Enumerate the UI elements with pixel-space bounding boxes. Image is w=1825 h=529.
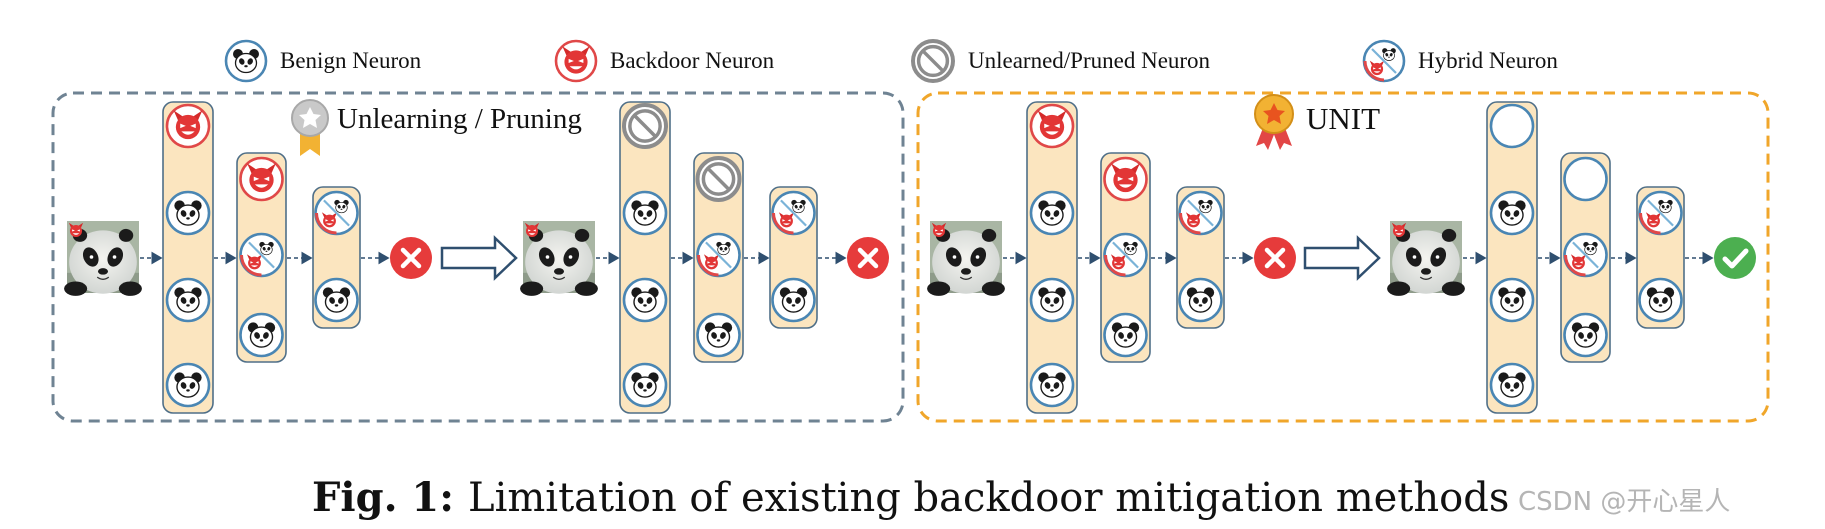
hybrid-neuron (1178, 190, 1223, 236)
legend: Benign Neuron Backdoor Neuron Unlearned/… (224, 39, 1558, 83)
benign-neuron (771, 277, 816, 323)
failure-x-icon (847, 237, 889, 279)
layer-column-bg (619, 101, 671, 414)
benign-neuron (165, 277, 211, 323)
benign-neuron (165, 190, 211, 236)
layer-column (162, 101, 214, 414)
right-panel-box (916, 91, 1770, 423)
benign-neuron (696, 312, 741, 358)
caption-text: Limitation of existing backdoor mitigati… (468, 475, 1509, 521)
hybrid-neuron (771, 190, 816, 236)
trigger-devil-icon (931, 222, 947, 238)
success-check-icon (1714, 237, 1756, 279)
benign-neuron (1029, 190, 1075, 236)
legend-hybrid-label: Hybrid Neuron (1418, 48, 1558, 73)
benign-neuron (1029, 362, 1075, 408)
silver-medal-icon (291, 99, 329, 156)
backdoor-neuron (1103, 156, 1148, 202)
benign-neuron (622, 362, 668, 408)
right-panel-title: UNIT (1306, 101, 1380, 136)
benign-neuron (622, 190, 668, 236)
benign-neuron (1178, 277, 1223, 323)
input-panda-image (1387, 221, 1465, 296)
network-original-right (927, 101, 1296, 414)
hybrid-neuron (314, 190, 359, 236)
trigger-devil-icon (524, 222, 540, 238)
hybrid-neuron (1638, 190, 1683, 236)
transform-arrow-right (1303, 235, 1381, 281)
benign-neuron (1489, 277, 1535, 323)
hybrid-neuron (1362, 39, 1406, 83)
benign-neuron (1029, 277, 1075, 323)
legend-benign-label: Benign Neuron (280, 48, 422, 73)
layer-column-bg (1026, 101, 1078, 414)
legend-hybrid-icon (1362, 39, 1406, 83)
failure-x-icon (1254, 237, 1296, 279)
legend-backdoor-label: Backdoor Neuron (610, 48, 775, 73)
watermark-text: CSDN @开心星人 (1518, 487, 1730, 517)
layer-column (693, 152, 744, 363)
failure-x-icon (390, 237, 432, 279)
benign-neuron (1563, 312, 1608, 358)
benign-neuron (165, 362, 211, 408)
legend-pruned-label: Unlearned/Pruned Neuron (968, 48, 1211, 73)
network-pruned-left (520, 101, 889, 414)
benign-neuron (314, 277, 359, 323)
pruned-neuron (911, 39, 955, 83)
layer-column (769, 186, 818, 329)
benign-neuron (1638, 277, 1683, 323)
layer-column (1636, 186, 1685, 329)
trigger-devil-icon (1391, 222, 1407, 238)
hybrid-neuron (1563, 232, 1608, 278)
benign-neuron (1489, 362, 1535, 408)
layer-column-bg (162, 101, 214, 414)
transform-arrow-left (440, 235, 518, 281)
layer-column (619, 101, 671, 414)
caption-label: Fig. 1: (312, 474, 454, 521)
layer-column (1560, 152, 1611, 363)
trigger-devil-icon (68, 222, 84, 238)
backdoor-neuron (554, 39, 598, 83)
benign-neuron (1489, 190, 1535, 236)
hybrid-neuron (1103, 232, 1148, 278)
layer-column (1176, 186, 1225, 329)
input-panda-image (927, 221, 1005, 296)
hybrid-neuron (696, 232, 741, 278)
layer-column (1486, 101, 1538, 414)
network-unit-right (1387, 101, 1756, 414)
benign-neuron (224, 39, 268, 83)
empty-neuron (1489, 103, 1535, 149)
layer-column (312, 186, 361, 329)
backdoor-neuron (165, 103, 211, 149)
empty-neuron (1563, 156, 1608, 202)
input-panda-image (520, 221, 598, 296)
legend-backdoor-icon (554, 39, 598, 83)
layer-column-bg (1486, 101, 1538, 414)
benign-neuron (622, 277, 668, 323)
input-panda-image (64, 221, 142, 296)
legend-benign-icon (224, 39, 268, 83)
left-panel-title: Unlearning / Pruning (337, 103, 582, 135)
backdoor-neuron (1029, 103, 1075, 149)
gold-medal-icon (1254, 94, 1294, 150)
benign-neuron (239, 312, 284, 358)
backdoor-neuron (239, 156, 284, 202)
layer-column (1026, 101, 1078, 414)
legend-pruned-icon (911, 39, 955, 83)
hybrid-neuron (239, 232, 284, 278)
network-original-left (64, 101, 432, 414)
layer-column (1100, 152, 1151, 363)
benign-neuron (1103, 312, 1148, 358)
left-panel-box (51, 91, 905, 423)
pruned-neuron (695, 156, 742, 202)
pruned-neuron (622, 103, 668, 149)
layer-column (236, 152, 287, 363)
